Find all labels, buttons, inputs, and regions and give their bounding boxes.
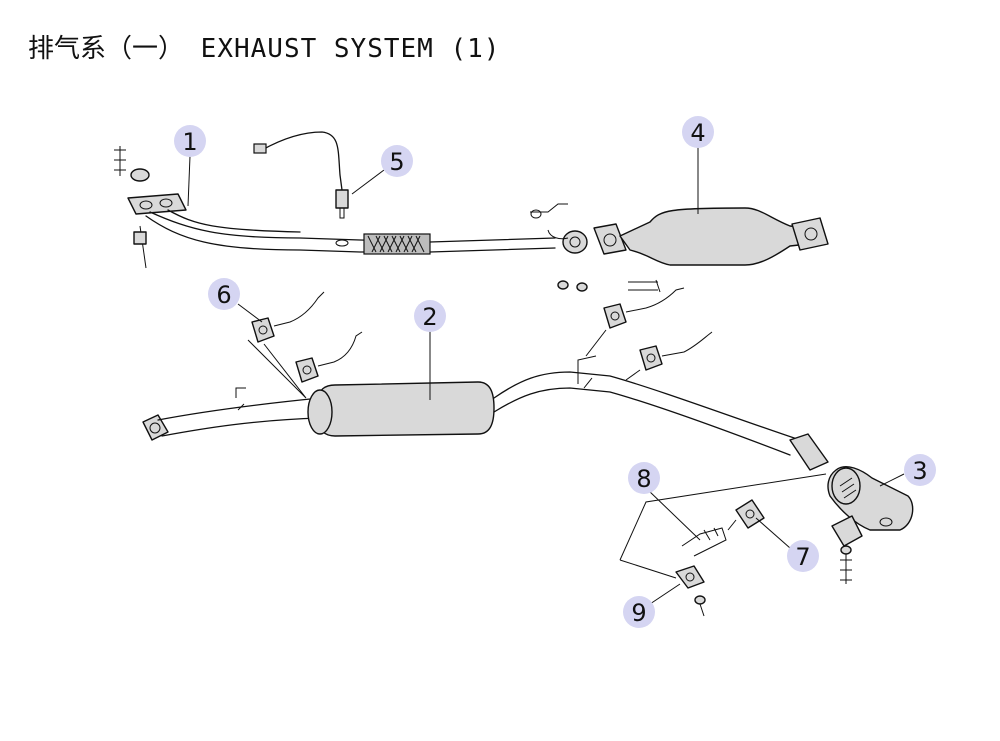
hanger-rubber-front-drawing [247, 291, 363, 399]
oxygen-sensor-drawing [253, 131, 349, 219]
svg-text:4: 4 [690, 119, 705, 147]
callout-7: 7 [787, 540, 819, 572]
callout-2: 2 [414, 300, 446, 332]
callout-1: 1 [174, 125, 206, 157]
front-pipe-drawing [114, 146, 588, 269]
tail-pipe-drawing [827, 466, 914, 584]
clamp-drawing [675, 565, 706, 617]
callout-3: 3 [904, 454, 936, 486]
svg-text:3: 3 [912, 457, 927, 485]
callout-4: 4 [682, 116, 714, 148]
page-title-chinese: 排气系（一） [28, 34, 185, 64]
rear-hanger-drawing [727, 499, 765, 531]
svg-text:2: 2 [422, 303, 437, 331]
svg-text:6: 6 [216, 281, 231, 309]
callout-leaders [187, 146, 905, 605]
svg-text:1: 1 [182, 128, 197, 156]
svg-text:5: 5 [389, 148, 404, 176]
svg-text:9: 9 [631, 599, 646, 627]
svg-text:8: 8 [636, 465, 651, 493]
page-title: 排气系（一） EXHAUST SYSTEM (1) [28, 28, 500, 65]
svg-text:7: 7 [795, 543, 810, 571]
center-muffler-drawing [142, 355, 829, 471]
page-title-english: EXHAUST SYSTEM (1) [200, 34, 501, 64]
bracket-leader-lines [619, 473, 827, 579]
callout-9: 9 [623, 596, 655, 628]
callout-6: 6 [208, 278, 240, 310]
catalytic-converter-drawing [530, 203, 829, 293]
bracket-drawing [681, 527, 727, 557]
hanger-rubber-rear-drawing [585, 287, 713, 381]
callout-5: 5 [381, 145, 413, 177]
callout-8: 8 [628, 462, 660, 494]
